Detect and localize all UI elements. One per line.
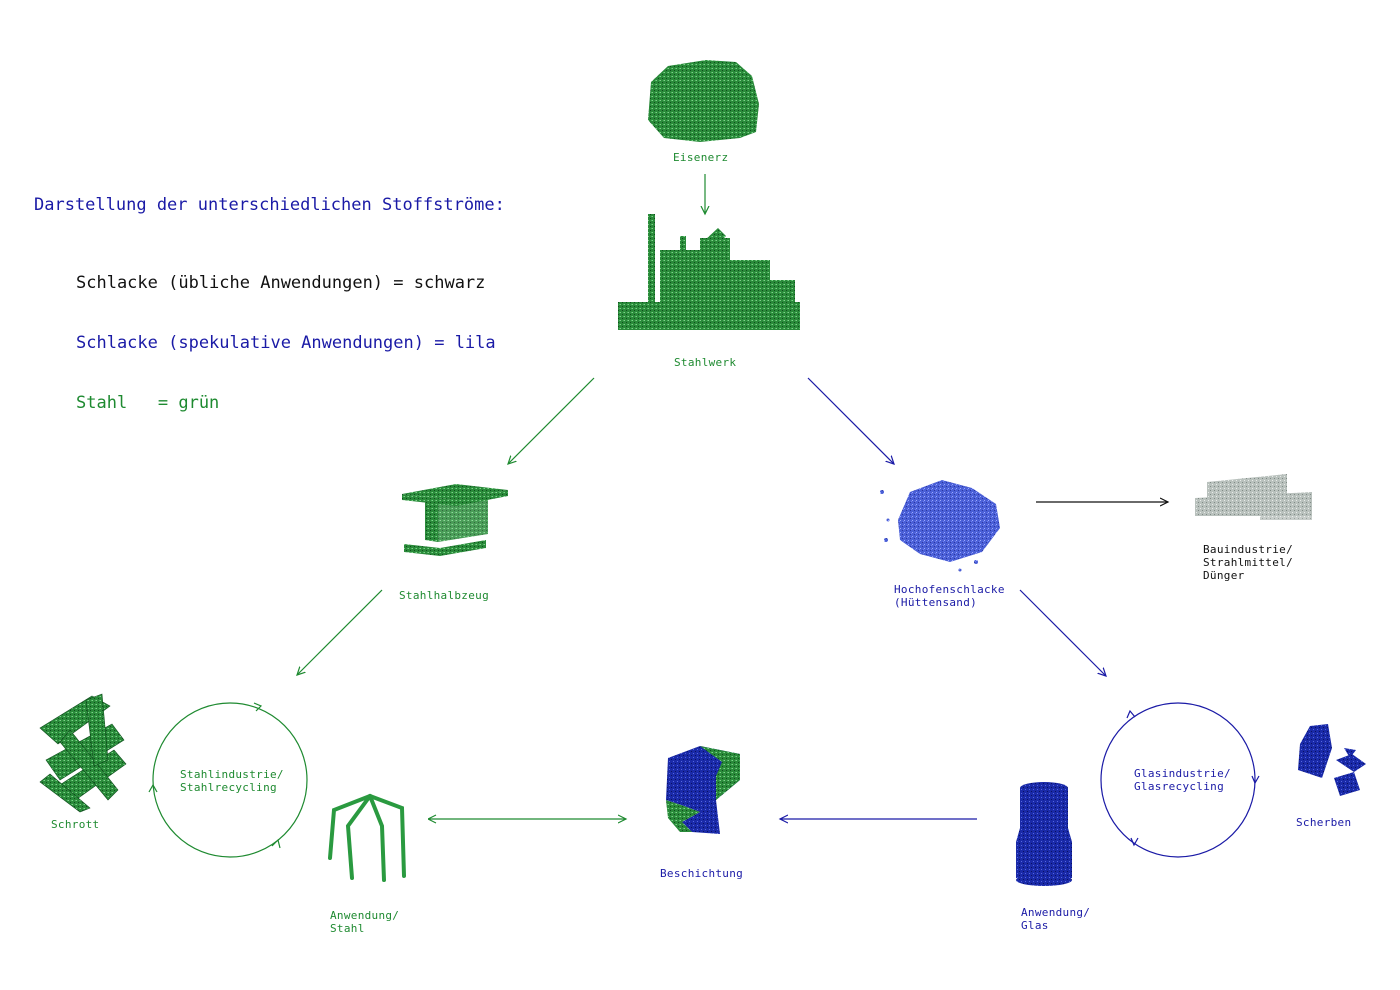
label-scherben: Scherben (1296, 816, 1352, 829)
label-hochofenschlacke: Hochofenschlacke (Hüttensand) (894, 583, 1005, 609)
legend-line-stahl: Stahl = grün (76, 393, 220, 413)
label-anwendung-glas: Anwendung/ Glas (1021, 906, 1091, 932)
label-bauindustrie: Bauindustrie/ Strahlmittel/ Dünger (1203, 543, 1293, 582)
legend-title: Darstellung der unterschiedlichen Stoffs… (34, 195, 505, 215)
steel-recycling-cycle (148, 702, 308, 858)
glass-jar-picture (1016, 782, 1072, 886)
bricks-picture (1195, 474, 1312, 520)
arrow-hochofenschlacke-to-glasindustrie (1019, 589, 1106, 676)
scrap-picture (39, 693, 127, 813)
steel-beam-picture (402, 484, 508, 556)
label-glasindustrie: Glasindustrie/ Glasrecycling (1134, 767, 1231, 793)
arrow-stahlwerk-to-hochofenschlacke (807, 377, 894, 464)
rebar-picture (328, 794, 406, 882)
legend-line-schlacke-spekulativ: Schlacke (spekulative Anwendungen) = lil… (76, 333, 496, 353)
label-beschichtung: Beschichtung (660, 867, 744, 880)
label-schrott: Schrott (51, 818, 100, 831)
arrow-stahlwerk-to-stahlhalbzeug (508, 377, 595, 464)
label-eisenerz: Eisenerz (673, 151, 729, 164)
legend: Darstellung der unterschiedlichen Stoffs… (34, 155, 505, 433)
legend-line-schlacke-ueblich: Schlacke (übliche Anwendungen) = schwarz (76, 273, 486, 293)
label-stahlindustrie: Stahlindustrie/ Stahlrecycling (180, 768, 284, 794)
label-stahlhalbzeug: Stahlhalbzeug (399, 589, 489, 602)
coating-picture (666, 746, 740, 834)
iron-ore-picture (648, 60, 759, 142)
glass-recycling-cycle (1100, 702, 1260, 858)
slag-pile-picture (880, 480, 1000, 572)
label-anwendung-stahl: Anwendung/ Stahl (330, 909, 400, 935)
steel-mill-picture (618, 214, 800, 330)
arrow-stahlhalbzeug-to-stahlindustrie (297, 589, 383, 675)
label-stahlwerk: Stahlwerk (674, 356, 737, 369)
shards-picture (1298, 724, 1366, 796)
